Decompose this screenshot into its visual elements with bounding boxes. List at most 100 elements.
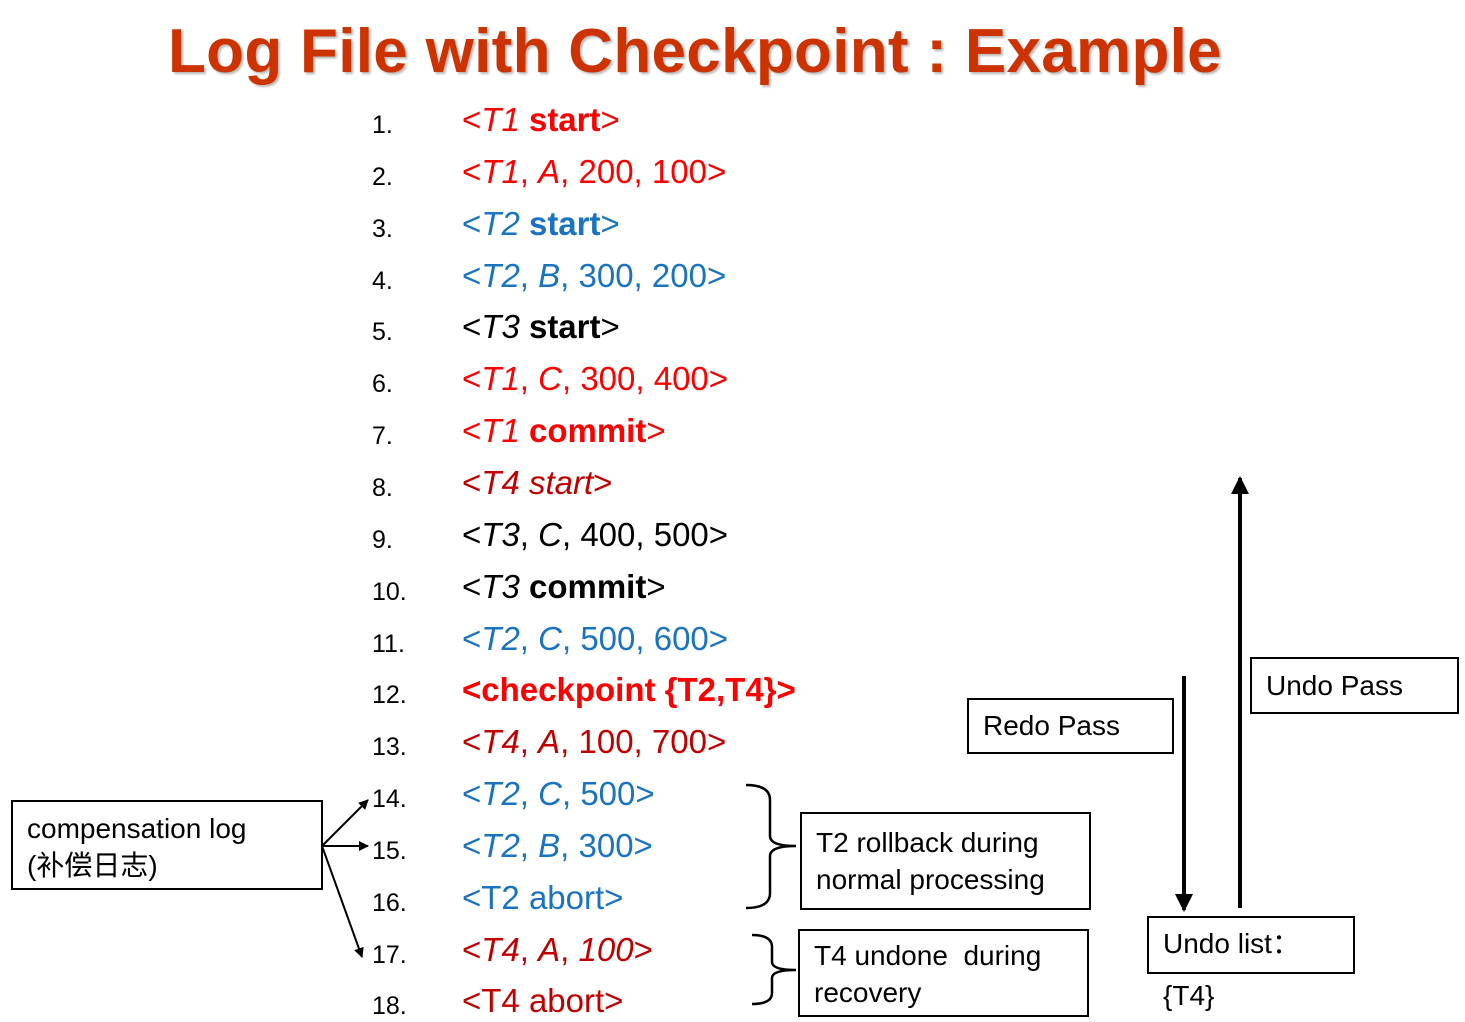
log-entry: 3.<T2 start> bbox=[0, 205, 620, 245]
log-entry-part: < bbox=[462, 775, 482, 813]
log-entry-part: < bbox=[462, 619, 482, 657]
log-entry-part: commit bbox=[528, 567, 647, 605]
log-entry: 12. <checkpoint {T2,T4}> bbox=[0, 671, 796, 711]
log-entry-part: , bbox=[560, 930, 579, 968]
log-entry: 14. <T2, C, 500> bbox=[0, 775, 655, 815]
log-entry-part: < bbox=[462, 515, 482, 553]
log-entry-part: <T2 abort> bbox=[462, 878, 624, 916]
log-entry-part: , bbox=[519, 775, 539, 813]
log-entry-part: > bbox=[600, 204, 620, 242]
log-entry-number: 1. bbox=[372, 111, 393, 139]
log-entry-record: <T2, B, 300> bbox=[462, 827, 653, 865]
log-entry-part: , bbox=[519, 826, 539, 864]
log-entry-part: A bbox=[538, 723, 561, 761]
log-entry-part: start bbox=[528, 308, 601, 346]
log-entry-part: commit bbox=[528, 412, 647, 450]
log-entry-part: , 400, 500> bbox=[561, 515, 729, 553]
log-entry-part: T2 bbox=[481, 256, 520, 294]
log-entry-part: T1 bbox=[481, 152, 520, 190]
log-entry-number: 16. bbox=[372, 888, 407, 917]
log-entry-part: <T4 abort> bbox=[462, 982, 624, 1020]
log-entry-part: < bbox=[462, 360, 482, 398]
log-entry-part: , bbox=[519, 256, 539, 294]
log-entry-part: > bbox=[600, 101, 620, 138]
log-entry-number: 18. bbox=[372, 992, 407, 1021]
log-entry: 7.<T1 commit> bbox=[0, 412, 666, 452]
log-entry-part: , 300> bbox=[560, 826, 653, 864]
log-entry-number: 6. bbox=[372, 370, 393, 399]
log-entry: 16. <T2 abort> bbox=[0, 879, 623, 919]
compensation-log-line-2: (补偿日志) bbox=[27, 850, 158, 881]
slide-title: Log File with Checkpoint : Example bbox=[168, 17, 1222, 86]
t4-undone-label: T4 undone during recovery bbox=[798, 929, 1089, 1017]
log-entry-record: <T2, B, 300, 200> bbox=[462, 257, 726, 295]
log-entry-part: , bbox=[519, 930, 539, 968]
log-entry-part: , 100, 700> bbox=[560, 723, 727, 761]
log-entry-part: > bbox=[600, 308, 620, 346]
log-entry-part: T4 start bbox=[481, 463, 594, 501]
log-entry-part: , bbox=[519, 515, 539, 553]
t4-undone-line-1: T4 undone during bbox=[814, 940, 1042, 971]
log-entry: 11.<T2, C, 500, 600> bbox=[0, 620, 728, 660]
arrow-to-entry-17 bbox=[321, 845, 364, 958]
log-entry-part: T1 bbox=[481, 412, 520, 450]
log-entry-number: 15. bbox=[372, 836, 407, 865]
t2-rollback-line-2: normal processing bbox=[816, 864, 1045, 895]
log-entry-part: , 200, 100> bbox=[560, 152, 727, 190]
log-entry: 2. <T1, A, 200, 100> bbox=[0, 153, 726, 193]
log-entry: 10. <T3 commit> bbox=[0, 568, 666, 608]
log-entry-number: 10. bbox=[372, 577, 407, 606]
log-entry-part: < bbox=[462, 412, 482, 450]
log-entry-part: C bbox=[538, 515, 562, 553]
log-entry-record: <T1, A, 200, 100> bbox=[462, 153, 726, 191]
log-entry: 5. <T3 start> bbox=[0, 308, 620, 348]
log-entry-part: < bbox=[462, 723, 482, 761]
log-entry-record: <T2, C, 500> bbox=[462, 775, 655, 813]
log-entry-part: T3 bbox=[481, 515, 520, 553]
log-entry-record: <T3, C, 400, 500> bbox=[462, 516, 728, 554]
log-entry-part: C bbox=[538, 619, 562, 657]
log-entry-part: B bbox=[538, 826, 561, 864]
log-entry-part: , 500, 600> bbox=[561, 619, 729, 657]
log-entry-part: , bbox=[519, 619, 539, 657]
log-entry-part: > bbox=[633, 930, 653, 968]
log-entry-number: 11. bbox=[372, 629, 405, 658]
log-entry-part: , bbox=[519, 723, 539, 761]
log-entry-part: start bbox=[528, 204, 601, 242]
log-entry-part: T2 bbox=[481, 826, 520, 864]
log-entry: 4.<T2, B, 300, 200> bbox=[0, 257, 726, 297]
log-entry: 8.<T4 start> bbox=[0, 464, 612, 504]
log-entry-number: 14. bbox=[372, 785, 407, 814]
log-entry: 1.<T1 start> bbox=[0, 101, 620, 141]
log-entry-part: T2 bbox=[481, 775, 520, 813]
log-entry-record: <T3 commit> bbox=[462, 568, 666, 606]
undo-pass-label: Undo Pass bbox=[1250, 657, 1459, 714]
log-entry-number: 2. bbox=[372, 162, 393, 191]
log-entry-record: <T4 abort> bbox=[462, 982, 623, 1020]
log-entry-part: < bbox=[462, 308, 482, 346]
log-entry-record: <checkpoint {T2,T4}> bbox=[462, 671, 796, 709]
log-entry-part: T1 bbox=[481, 360, 520, 398]
log-entry-part: , bbox=[519, 152, 539, 190]
log-entry-part: B bbox=[538, 256, 561, 294]
log-entry-part: < bbox=[462, 463, 482, 501]
log-entry-number: 9. bbox=[372, 525, 393, 554]
arrow-to-entry-14 bbox=[321, 799, 369, 847]
log-entry-record: <T4 start> bbox=[462, 464, 612, 502]
log-entry-record: <T1, C, 300, 400> bbox=[462, 360, 728, 398]
log-entry-record: <T1 commit> bbox=[462, 412, 666, 450]
log-entry-number: 5. bbox=[372, 318, 393, 347]
brace-t4-undone bbox=[751, 933, 797, 1006]
compensation-log-label: compensation log (补偿日志) bbox=[11, 800, 323, 890]
log-entry-number: 13. bbox=[372, 733, 407, 762]
redo-pass-label: Redo Pass bbox=[967, 698, 1174, 754]
log-entry-record: <T3 start> bbox=[462, 308, 620, 346]
brace-t2-rollback bbox=[745, 783, 797, 910]
log-entry-part: > bbox=[593, 463, 613, 501]
log-entry-part: T3 bbox=[481, 308, 520, 346]
log-entry-number: 12. bbox=[372, 681, 407, 710]
log-entry-part: 100 bbox=[578, 930, 634, 968]
log-entry-record: <T2 start> bbox=[462, 205, 620, 243]
log-entry-part: T2 bbox=[481, 204, 520, 242]
